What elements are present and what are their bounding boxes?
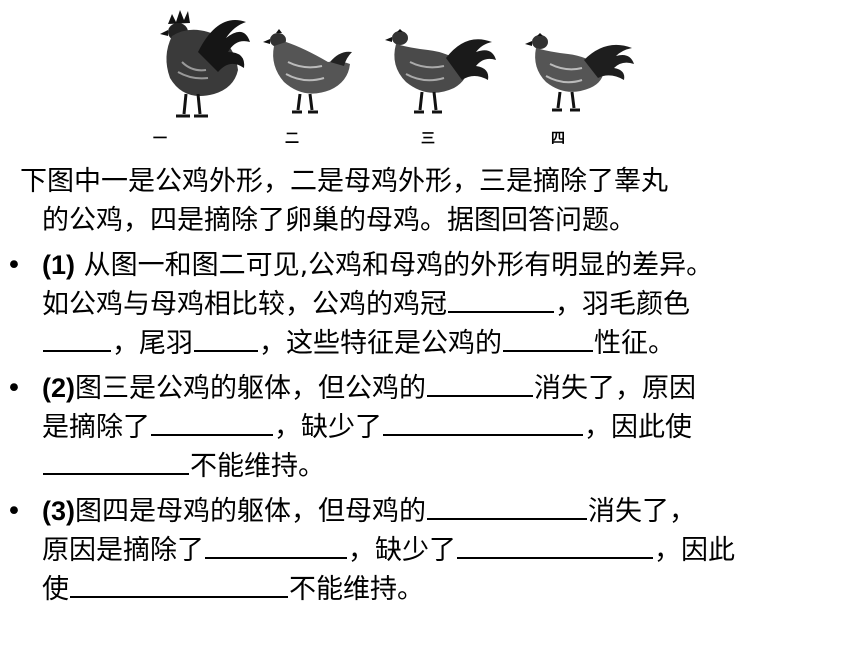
answer-blank[interactable] [448, 285, 554, 313]
answer-blank[interactable] [194, 324, 258, 352]
question-1-text: 性征。 [594, 328, 675, 359]
figure-label-1: 一 [153, 131, 167, 147]
question-2-text: 图三是公鸡的躯体，但公鸡的 [75, 373, 426, 404]
question-1-text: 如公鸡与母鸡相比较，公鸡的鸡冠 [42, 289, 447, 320]
question-2-text: 是摘除了 [42, 412, 150, 443]
question-1-text: ，这些特征是公鸡的 [259, 328, 502, 359]
answer-blank[interactable] [503, 324, 593, 352]
question-list: (1) 从图一和图二可见,公鸡和母鸡的外形有明显的差异。 如公鸡与母鸡相比较，公… [0, 246, 860, 609]
question-2-text: 不能维持。 [190, 451, 325, 482]
question-2-text: ，缺少了 [274, 412, 382, 443]
rooster-image [138, 2, 253, 122]
question-2-number: (2) [42, 373, 75, 403]
intro-line-1: 下图中一是公鸡外形，二是母鸡外形，三是摘除了睾丸 [20, 166, 668, 197]
answer-blank[interactable] [457, 531, 653, 559]
question-1-number: (1) [42, 250, 75, 280]
figure-label-4: 四 [551, 131, 565, 147]
chicken-figure: 一 二 三 四 [130, 2, 650, 152]
intro-paragraph: 下图中一是公鸡外形，二是母鸡外形，三是摘除了睾丸 的公鸡，四是摘除了卵巢的母鸡。… [20, 162, 860, 240]
answer-blank[interactable] [427, 369, 533, 397]
answer-blank[interactable] [70, 570, 288, 598]
answer-blank[interactable] [43, 324, 111, 352]
question-3-text: 消失了， [588, 496, 696, 527]
answer-blank[interactable] [205, 531, 347, 559]
answer-blank[interactable] [151, 408, 273, 436]
question-3-text: 原因是摘除了 [42, 535, 204, 566]
question-text: 下图中一是公鸡外形，二是母鸡外形，三是摘除了睾丸 的公鸡，四是摘除了卵巢的母鸡。… [0, 162, 860, 615]
question-1-text: ，羽毛颜色 [555, 289, 690, 320]
question-2: (2)图三是公鸡的躯体，但公鸡的 消失了，原因 是摘除了 ，缺少了 ，因此使 不能维持… [0, 369, 860, 486]
question-1-text: 从图一和图二可见,公鸡和母鸡的外形有明显的差异。 [75, 250, 714, 281]
question-3-number: (3) [42, 496, 75, 526]
question-3-text: 使 [42, 574, 69, 605]
question-1-text: ，尾羽 [112, 328, 193, 359]
intro-line-2: 的公鸡，四是摘除了卵巢的母鸡。据图回答问题。 [42, 205, 636, 236]
question-2-text: 消失了，原因 [534, 373, 696, 404]
answer-blank[interactable] [43, 447, 189, 475]
question-3-text: 图四是母鸡的躯体，但母鸡的 [75, 496, 426, 527]
castrated-rooster-image [382, 22, 497, 117]
question-3-text: ，因此 [654, 535, 735, 566]
question-1: (1) 从图一和图二可见,公鸡和母鸡的外形有明显的差异。 如公鸡与母鸡相比较，公… [0, 246, 860, 363]
answer-blank[interactable] [383, 408, 583, 436]
answer-blank[interactable] [427, 492, 587, 520]
question-2-text: ，因此使 [584, 412, 692, 443]
hen-image [260, 22, 355, 117]
question-3-text: 不能维持。 [289, 574, 424, 605]
question-3-text: ，缺少了 [348, 535, 456, 566]
spayed-hen-image [524, 26, 639, 116]
figure-label-3: 三 [421, 131, 435, 147]
figure-label-2: 二 [285, 131, 299, 147]
question-3: (3)图四是母鸡的躯体，但母鸡的 消失了， 原因是摘除了 ，缺少了 ，因此 使 不能维持… [0, 492, 860, 609]
